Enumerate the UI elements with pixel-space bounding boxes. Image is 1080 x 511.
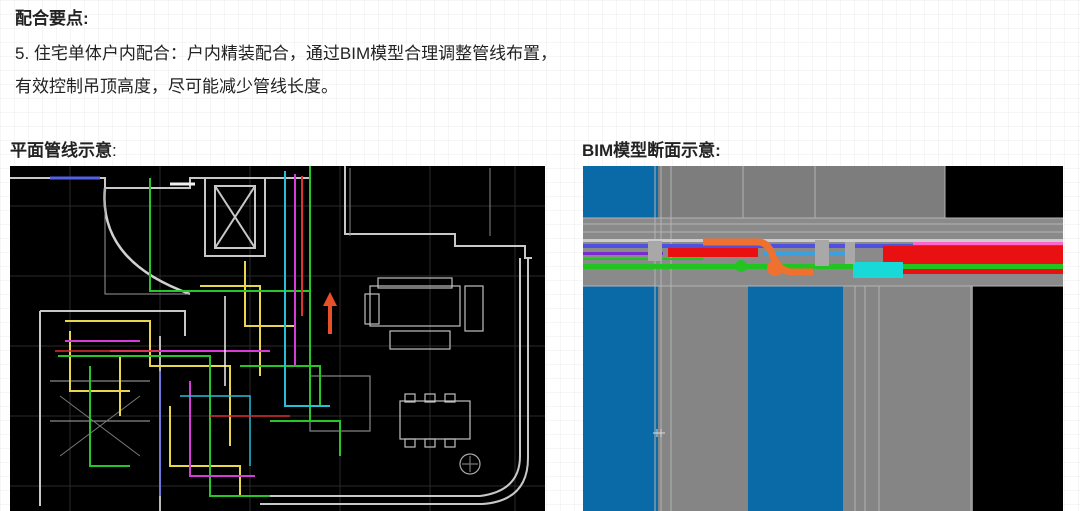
plan-pipes-misc [50, 171, 330, 496]
bim-void [973, 286, 1063, 511]
plan-furniture [309, 277, 484, 475]
bim-structure-lines [583, 166, 1063, 511]
bim-wall-upper-left [583, 166, 658, 218]
paragraph-line-1: 5. 住宅单体户内配合：户内精装配合，通过BIM模型合理调整管线布置， [15, 44, 558, 63]
bim-pipes [583, 238, 1063, 278]
bim-marker-icon [653, 429, 665, 437]
flow-arrow-icon [323, 292, 337, 334]
plan-caption-text: 平面管线示意 [10, 141, 112, 160]
bim-beam-top [658, 166, 945, 218]
plan-caption: 平面管线示意: [10, 136, 117, 161]
plan-pipes-green [58, 166, 341, 497]
plan-caption-colon: : [112, 141, 117, 160]
bim-column-left [658, 286, 748, 511]
plan-grid [10, 166, 545, 511]
bim-section-svg [583, 166, 1063, 511]
plan-drawing-svg [10, 166, 545, 511]
section-heading: 配合要点: [15, 9, 89, 28]
paragraph-line-2: 有效控制吊顶高度，尽可能减少管线长度。 [15, 77, 338, 96]
plan-drawing [10, 166, 545, 511]
bim-wall-lower-mid [748, 286, 843, 511]
bim-column-right [843, 286, 973, 511]
bim-caption: BIM模型断面示意: [582, 141, 721, 160]
bim-section-view [583, 166, 1063, 511]
bim-wall-lower-left [583, 286, 658, 511]
